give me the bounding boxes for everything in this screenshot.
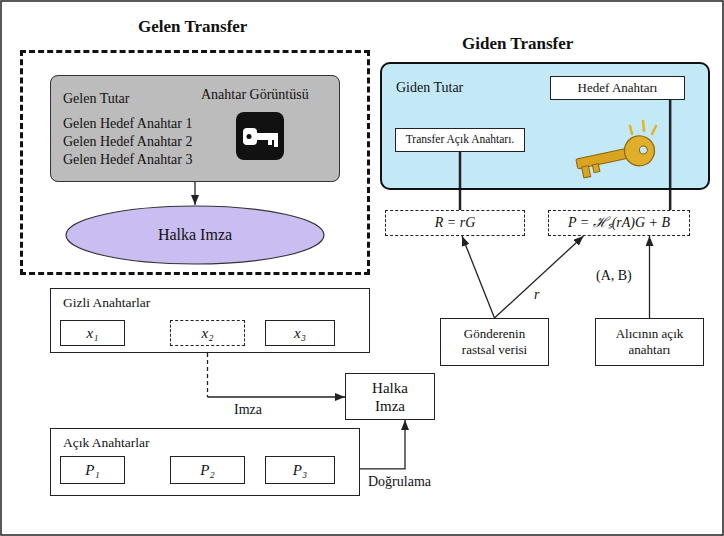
outgoing-amount-fill: [380, 62, 710, 190]
connector-label: Doğrulama: [366, 474, 433, 491]
formula-box: R = rG: [385, 210, 525, 236]
connector: [649, 236, 650, 318]
incoming-amount-box: Gelen Tutar Anahtar GörüntüsüGelen Hedef …: [50, 75, 340, 182]
private-keys-box: Gizli Anahtarlar x₁ x₂ x₃: [50, 288, 370, 353]
node-label: Hedef Anahtarı: [578, 80, 658, 96]
dashed-region: Gelen TransferGelen TutarAnahtar Görüntü…: [20, 50, 370, 275]
target-key-box: Hedef Anahtarı: [550, 76, 685, 100]
key-cell: x₂: [170, 320, 245, 346]
node-label: R = rG: [435, 215, 476, 232]
node-label: Giden Tutar: [396, 80, 463, 97]
sender-random-box: Gönderenin rastsal verisi: [440, 318, 549, 366]
key-cell: P₃: [265, 456, 335, 484]
node-label: Alıcının açık anahtarı: [602, 326, 697, 357]
node-label: Gelen Hedef Anahtar 1: [63, 116, 192, 133]
shine-stroke: [643, 121, 644, 131]
gold-key-tooth: [592, 164, 600, 173]
node-label: Gelen Hedef Anahtar 2: [63, 134, 192, 151]
node-label: Açık Anahtarlar: [63, 435, 150, 451]
key-icon-frame: [236, 112, 284, 160]
outgoing-amount-box: Giden TransferGiden TutarHedef AnahtarıT…: [380, 62, 710, 190]
key-cell: P₁: [60, 456, 125, 484]
connector: [208, 346, 346, 397]
node-label: Halka Imza: [360, 379, 420, 415]
node-label: Gizli Anahtarlar: [63, 295, 150, 311]
connector-label: (A, B): [594, 268, 634, 285]
node-label: Halka Imza: [158, 225, 232, 244]
node-label: Transfer Açık Anahtarı.: [406, 133, 515, 147]
node-label: Gelen Hedef Anahtar 3: [63, 152, 192, 169]
shine-stroke: [630, 126, 632, 134]
node-label: Gönderenin rastsal verisi: [447, 326, 542, 357]
formula-box: P = ℋₛ(rA)G + B: [548, 210, 690, 236]
connector: [462, 236, 495, 318]
key-shine: [630, 121, 656, 134]
receiver-key-box: Alıcının açık anahtarı: [595, 318, 704, 366]
key-icon-bow: [243, 128, 257, 145]
connector: [670, 100, 671, 210]
incoming-amount-fill: [50, 75, 340, 182]
ellipse-shape: [66, 206, 324, 264]
node-label: x₁: [87, 324, 99, 342]
node-label: P = ℋₛ(rA)G + B: [568, 215, 670, 232]
connector-line: [669, 100, 672, 210]
connector-line: [194, 182, 195, 205]
key-icon-hole: [247, 134, 252, 139]
connector-line: [495, 236, 584, 318]
node-label: Anahtar Görüntüsü: [201, 87, 309, 104]
ring-signature-box: Halka Imza: [345, 373, 435, 420]
shine-stroke: [652, 126, 656, 134]
node-label: Gelen Tutar: [63, 91, 130, 108]
key-cell: P₂: [170, 456, 245, 484]
key-icon-tooth: [274, 139, 278, 147]
gold-key-shaft: [576, 148, 629, 169]
connector: [195, 182, 196, 205]
node-label: P₃: [293, 461, 307, 479]
connector-line: [459, 152, 462, 210]
node-label: P₁: [85, 461, 99, 479]
ring-signature-ellipse: Halka Imza: [65, 205, 325, 265]
connector-line: [360, 420, 405, 469]
connector: [360, 420, 405, 469]
gold-key-tooth: [582, 166, 591, 178]
node-label: P₂: [200, 461, 214, 479]
connector-label: Imza: [232, 402, 264, 419]
node-label: x₂: [202, 324, 214, 342]
connector: [460, 152, 461, 210]
connector-line: [462, 236, 495, 318]
connector: [495, 236, 584, 318]
section-heading: Gelen Transfer: [138, 17, 247, 37]
gold-key-icon: [574, 133, 658, 179]
connector-line: [207, 346, 208, 397]
key-icon-shaft: [256, 133, 278, 140]
connector-line: [208, 396, 346, 397]
connectors: [195, 100, 670, 469]
connector-line: [649, 236, 650, 318]
key-image-icon: [236, 112, 284, 160]
gold-key-bow: [622, 133, 658, 169]
connector-label: r: [532, 287, 541, 304]
gold-key-hole: [639, 145, 648, 154]
node-label: x₃: [294, 324, 306, 342]
key-icon-tooth: [268, 139, 272, 145]
key-cell: x₁: [60, 320, 125, 346]
key-cell: x₃: [265, 320, 335, 346]
section-heading: Giden Transfer: [462, 34, 573, 54]
public-keys-box: Açık AnahtarlarP₁ P₂ P₃: [50, 428, 360, 496]
transfer-public-key-box: Transfer Açık Anahtarı.: [395, 128, 525, 152]
